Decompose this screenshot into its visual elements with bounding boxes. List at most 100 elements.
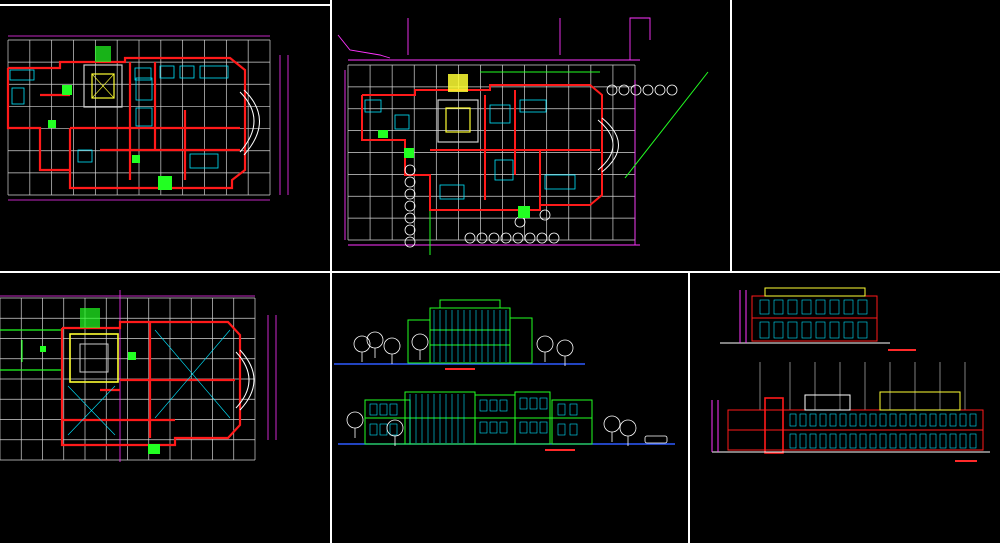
- window: [899, 433, 907, 449]
- window: [369, 423, 378, 436]
- window: [389, 403, 398, 416]
- tree: [383, 337, 401, 355]
- window: [815, 299, 826, 315]
- tree: [476, 232, 488, 244]
- bay-window: [597, 117, 619, 173]
- tree: [619, 419, 637, 437]
- window: [859, 433, 867, 449]
- window: [919, 413, 927, 427]
- tree: [539, 209, 551, 221]
- window: [969, 433, 977, 449]
- stair-core: [69, 308, 119, 383]
- window: [787, 299, 798, 315]
- stair-core: [437, 74, 479, 143]
- window: [879, 433, 887, 449]
- building-walls: [361, 84, 603, 211]
- viewport-floor-plan-1[interactable]: [6, 35, 289, 201]
- tree: [654, 84, 666, 96]
- window: [759, 321, 770, 339]
- window: [519, 421, 528, 434]
- tree: [404, 212, 416, 224]
- window: [819, 413, 827, 427]
- window: [849, 433, 857, 449]
- window: [773, 299, 784, 315]
- window: [843, 321, 854, 339]
- window: [839, 413, 847, 427]
- curtain-wall-mullions: [433, 310, 507, 362]
- drawing-titles: [445, 368, 575, 451]
- viewport-sections[interactable]: [711, 287, 990, 462]
- site-boundary: [337, 17, 651, 246]
- window: [919, 433, 927, 449]
- window: [519, 397, 528, 410]
- window: [539, 421, 548, 434]
- tree: [346, 411, 364, 429]
- tree: [386, 419, 404, 437]
- tree: [666, 84, 678, 96]
- tree: [464, 232, 476, 244]
- green-features: [40, 346, 160, 454]
- window: [773, 321, 784, 339]
- window: [869, 413, 877, 427]
- window: [499, 399, 508, 412]
- tree: [411, 333, 429, 351]
- viewport-floor-plan-2[interactable]: [0, 290, 277, 462]
- section-lower: [711, 391, 990, 454]
- tree: [404, 200, 416, 212]
- dimension-lines: [0, 290, 277, 462]
- window: [801, 321, 812, 339]
- window: [857, 299, 868, 315]
- elevation-trees: [346, 331, 637, 446]
- window: [939, 413, 947, 427]
- section-windows-upper: [759, 299, 868, 339]
- window: [379, 423, 388, 436]
- furniture-blocks: [364, 99, 576, 200]
- window: [489, 421, 498, 434]
- window: [889, 413, 897, 427]
- tree: [512, 232, 524, 244]
- elevation-windows: [369, 394, 578, 443]
- window: [829, 433, 837, 449]
- viewport-site-plan[interactable]: [337, 17, 709, 255]
- window: [829, 299, 840, 315]
- window: [849, 413, 857, 427]
- window: [857, 321, 868, 339]
- window: [801, 299, 812, 315]
- window: [929, 433, 937, 449]
- tree: [404, 188, 416, 200]
- window: [959, 413, 967, 427]
- window: [479, 421, 488, 434]
- window: [839, 433, 847, 449]
- window: [949, 413, 957, 427]
- building-walls: [6, 56, 247, 190]
- tree: [404, 164, 416, 176]
- window: [787, 321, 798, 339]
- window: [369, 403, 378, 416]
- window: [479, 399, 488, 412]
- window: [949, 433, 957, 449]
- viewport-elevations[interactable]: [334, 299, 675, 451]
- window: [959, 433, 967, 449]
- green-features: [48, 85, 172, 190]
- window: [843, 299, 854, 315]
- tree: [556, 339, 574, 357]
- window: [529, 421, 538, 434]
- window: [569, 403, 578, 416]
- window: [799, 413, 807, 427]
- window: [879, 413, 887, 427]
- section-upper: [720, 287, 890, 344]
- tree: [630, 84, 642, 96]
- tree: [404, 176, 416, 188]
- window: [499, 421, 508, 434]
- window: [539, 397, 548, 410]
- window: [799, 433, 807, 449]
- tree: [618, 84, 630, 96]
- car: [644, 435, 668, 444]
- structural-grid: [347, 64, 636, 241]
- tree: [548, 232, 560, 244]
- window: [829, 321, 840, 339]
- window: [869, 433, 877, 449]
- drawing-titles: [888, 349, 977, 462]
